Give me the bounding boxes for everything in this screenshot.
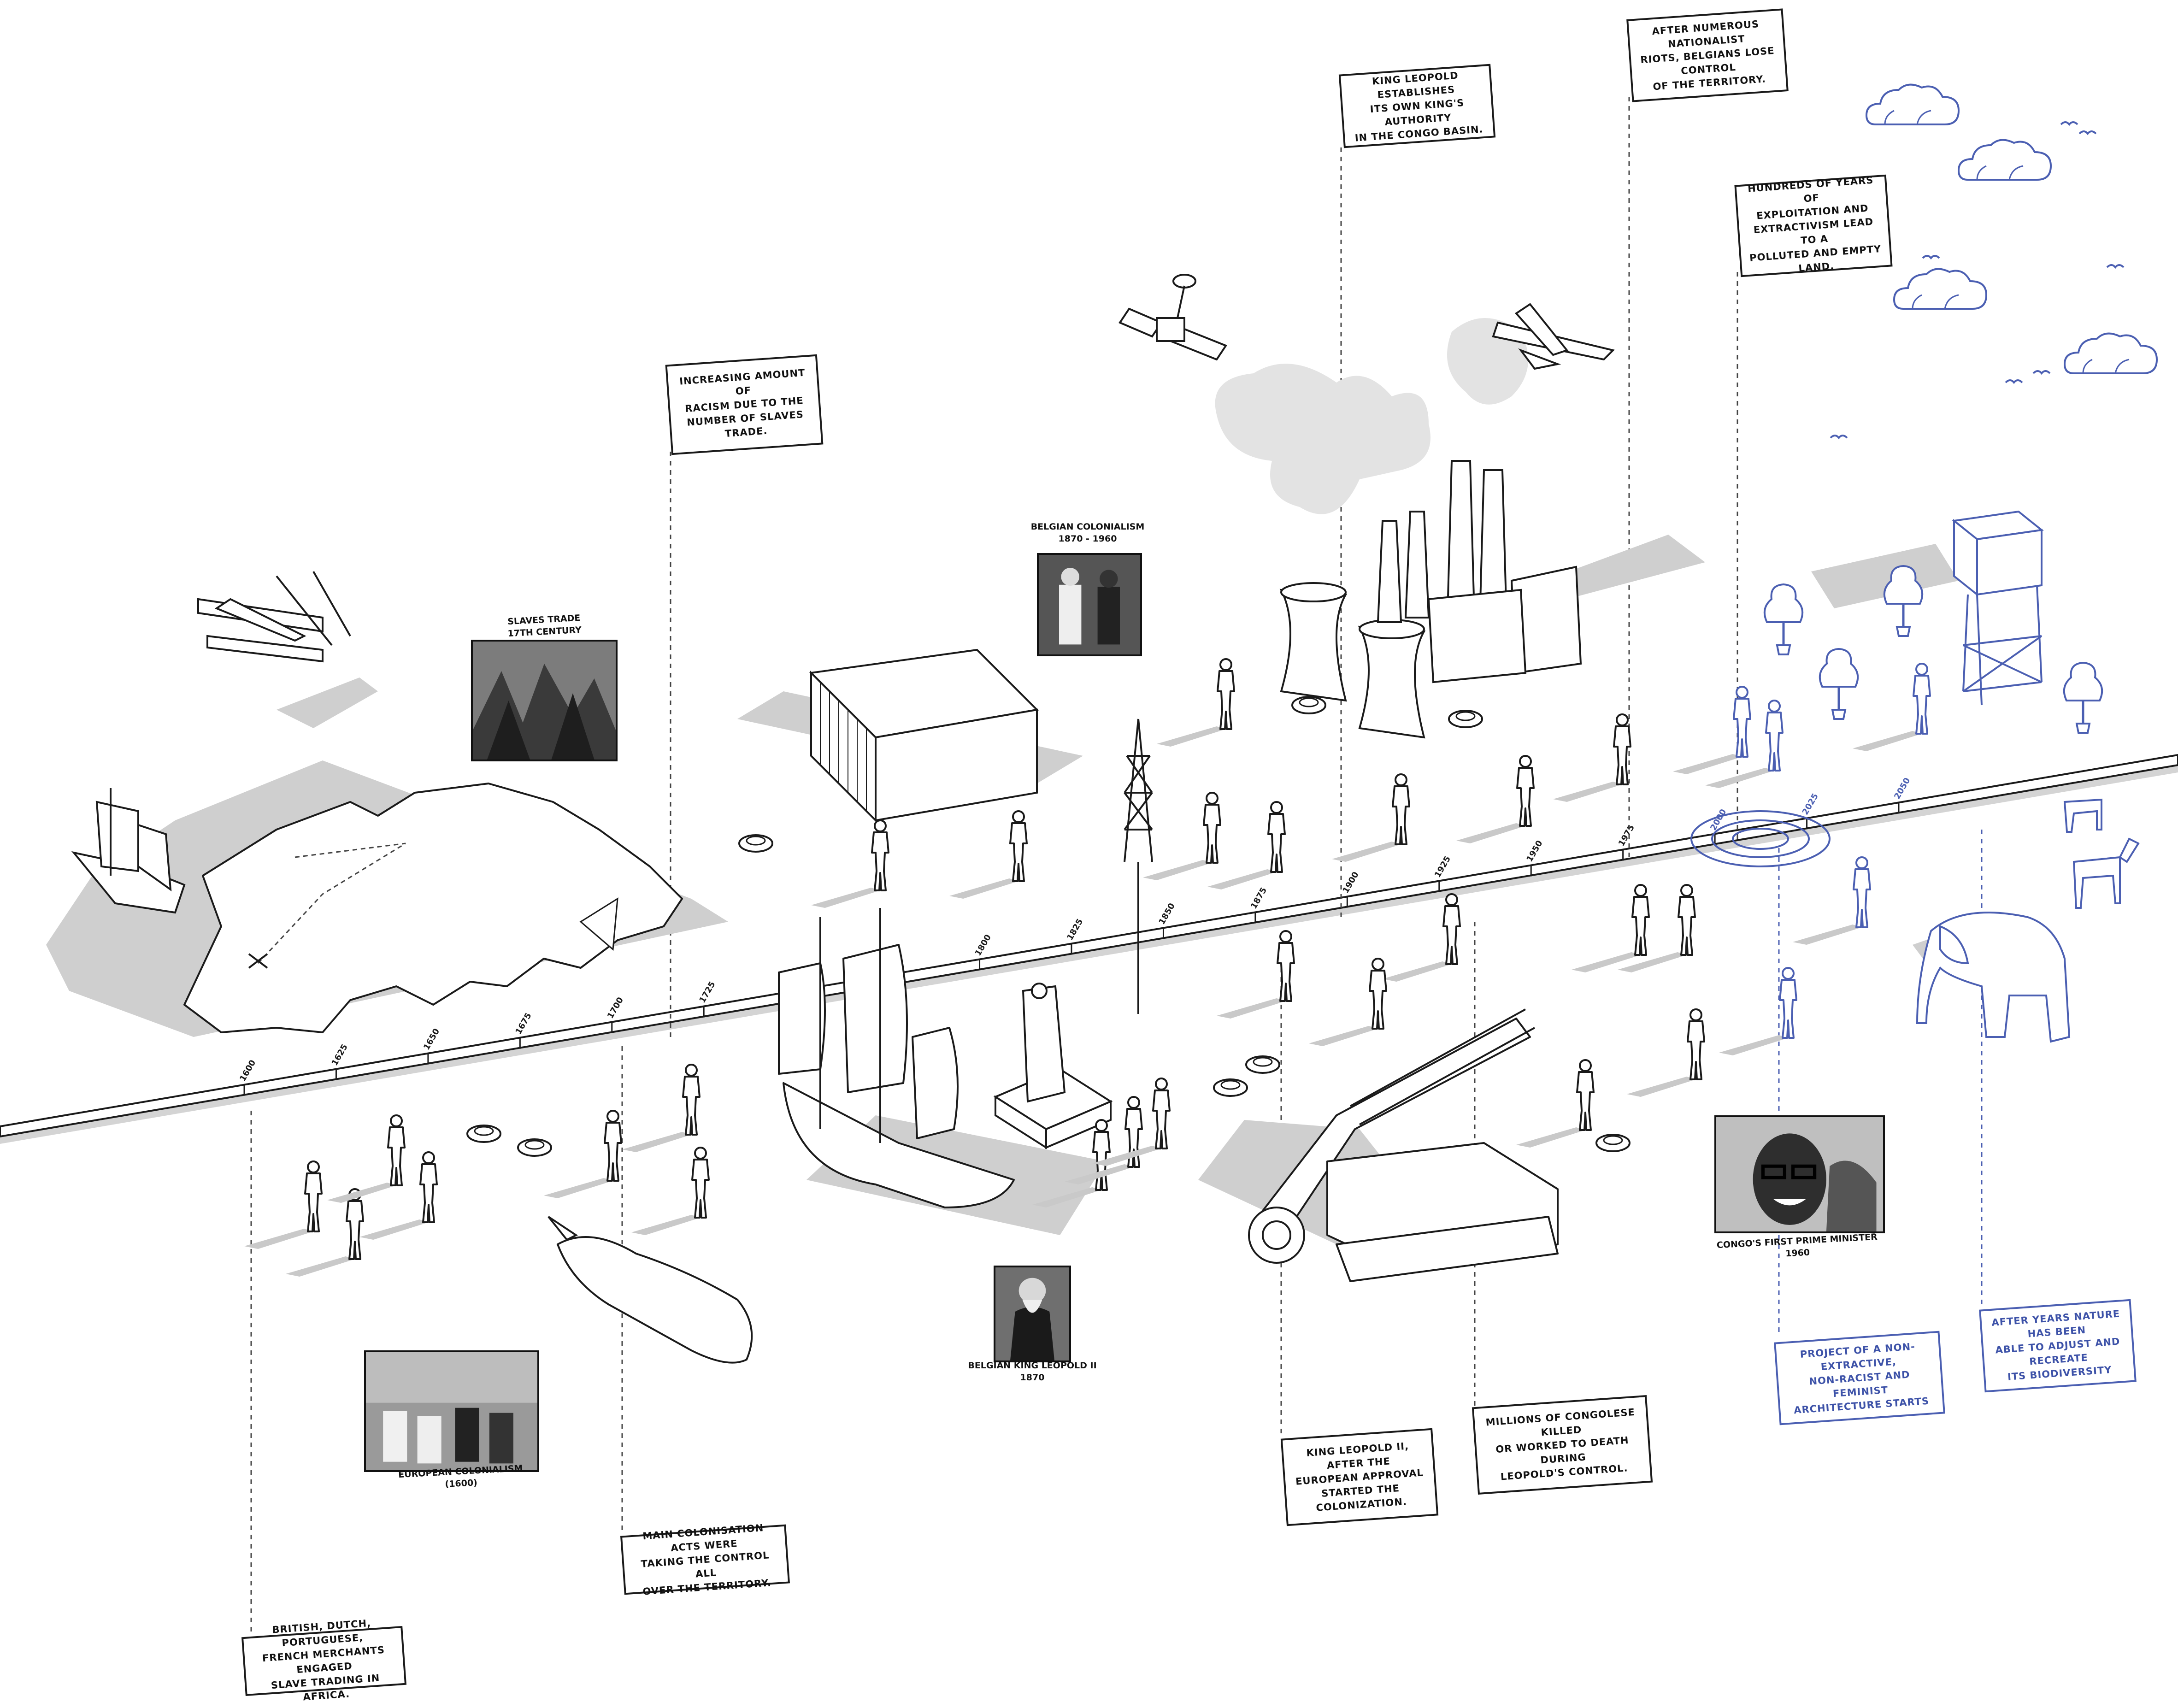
note-exploitation-text: HUNDREDS OF YEARS OF EXPLOITATION AND EX… (1747, 174, 1882, 274)
year-label: 1725 (697, 980, 717, 1005)
caption-king-leopold: BELGIAN KING LEOPOLD II 1870 (968, 1361, 1097, 1383)
note-biodiversity: AFTER YEARS NATURE HAS BEEN ABLE TO ADJU… (1979, 1299, 2137, 1393)
airplane (1492, 303, 1615, 370)
caption-belgian-colonialism: BELGIAN COLONIALISM 1870 - 1960 (1030, 522, 1145, 544)
year-label: 1700 (606, 995, 625, 1020)
note-non-extractive-project-text: PROJECT OF A NON-EXTRACTIVE, NON-RACIST … (1793, 1341, 1930, 1416)
note-merchants-text: BRITISH, DUTCH, PORTUGUESE, FRENCH MERCH… (262, 1617, 385, 1703)
year-label: 1800 (973, 933, 993, 958)
blue-trees (1765, 566, 2102, 733)
biplane (197, 571, 351, 663)
note-biodiversity-text: AFTER YEARS NATURE HAS BEEN ABLE TO ADJU… (1991, 1308, 2121, 1383)
note-nationalist-riots: AFTER NUMEROUS NATIONALIST RIOTS, BELGIA… (1626, 8, 1789, 102)
note-exploitation: HUNDREDS OF YEARS OF EXPLOITATION AND EX… (1734, 174, 1893, 277)
cage-container (809, 648, 1039, 823)
photo-belgian-colonialism (1037, 553, 1142, 656)
excavator (1248, 1008, 1559, 1282)
photo-king-leopold (994, 1266, 1071, 1362)
timeline-bar (0, 754, 2178, 1138)
year-label: 1975 (1617, 823, 1636, 848)
caravel-ship (778, 908, 1015, 1208)
restoration-target (1690, 810, 1831, 867)
world-map (183, 783, 683, 1033)
oil-derrick (1124, 719, 1153, 1014)
note-leopold-authority-text: KING LEOPOLD ESTABLISHES ITS OWN KING'S … (1354, 70, 1484, 144)
elephant (1916, 912, 2071, 1043)
note-colonisation-acts: MAIN COLONISATION ACTS WERE TAKING THE C… (620, 1522, 790, 1597)
note-racism-text: INCREASING AMOUNT OF RACISM DUE TO THE N… (679, 367, 806, 440)
note-racism: INCREASING AMOUNT OF RACISM DUE TO THE N… (665, 354, 824, 455)
photo-prime-minister (1714, 1115, 1885, 1233)
photo-european-colonialism (364, 1350, 539, 1472)
year-label: 1825 (1065, 917, 1085, 942)
smoke (1215, 318, 1528, 514)
note-leopold-authority: KING LEOPOLD ESTABLISHES ITS OWN KING'S … (1338, 64, 1496, 148)
factory (1279, 460, 1582, 739)
whale (547, 1216, 753, 1364)
year-label: 2025 (1801, 792, 1820, 817)
photo-slaves-trade (471, 640, 618, 761)
note-nationalist-riots-text: AFTER NUMEROUS NATIONALIST RIOTS, BELGIA… (1640, 18, 1775, 93)
year-label: 1925 (1433, 854, 1453, 879)
note-colonisation-acts-text: MAIN COLONISATION ACTS WERE TAKING THE C… (640, 1522, 772, 1597)
satellite (1118, 274, 1228, 361)
year-label: 1900 (1341, 870, 1360, 895)
year-label: 1950 (1525, 839, 1544, 864)
note-merchants: BRITISH, DUTCH, PORTUGUESE, FRENCH MERCH… (241, 1618, 407, 1702)
king-statue (993, 983, 1113, 1149)
year-label: 1625 (330, 1042, 350, 1067)
note-millions-killed-text: MILLIONS OF CONGOLESE KILLED OR WORKED T… (1485, 1406, 1636, 1483)
year-label: 2050 (1892, 776, 1912, 801)
sailing-ship-left (71, 788, 186, 914)
note-non-extractive-project: PROJECT OF A NON-EXTRACTIVE, NON-RACIST … (1774, 1331, 1945, 1425)
deer (2063, 798, 2140, 909)
year-label: 1875 (1249, 886, 1269, 911)
note-millions-killed: MILLIONS OF CONGOLESE KILLED OR WORKED T… (1472, 1395, 1653, 1495)
note-leopold-colonization: KING LEOPOLD II, AFTER THE EUROPEAN APPR… (1280, 1428, 1439, 1526)
year-label: 1650 (422, 1027, 441, 1052)
water-tower (1952, 510, 2044, 706)
year-label: 1675 (513, 1011, 533, 1036)
year-label: 1850 (1157, 901, 1177, 926)
note-leopold-colonization-text: KING LEOPOLD II, AFTER THE EUROPEAN APPR… (1295, 1440, 1424, 1514)
year-label: 1600 (238, 1058, 258, 1083)
